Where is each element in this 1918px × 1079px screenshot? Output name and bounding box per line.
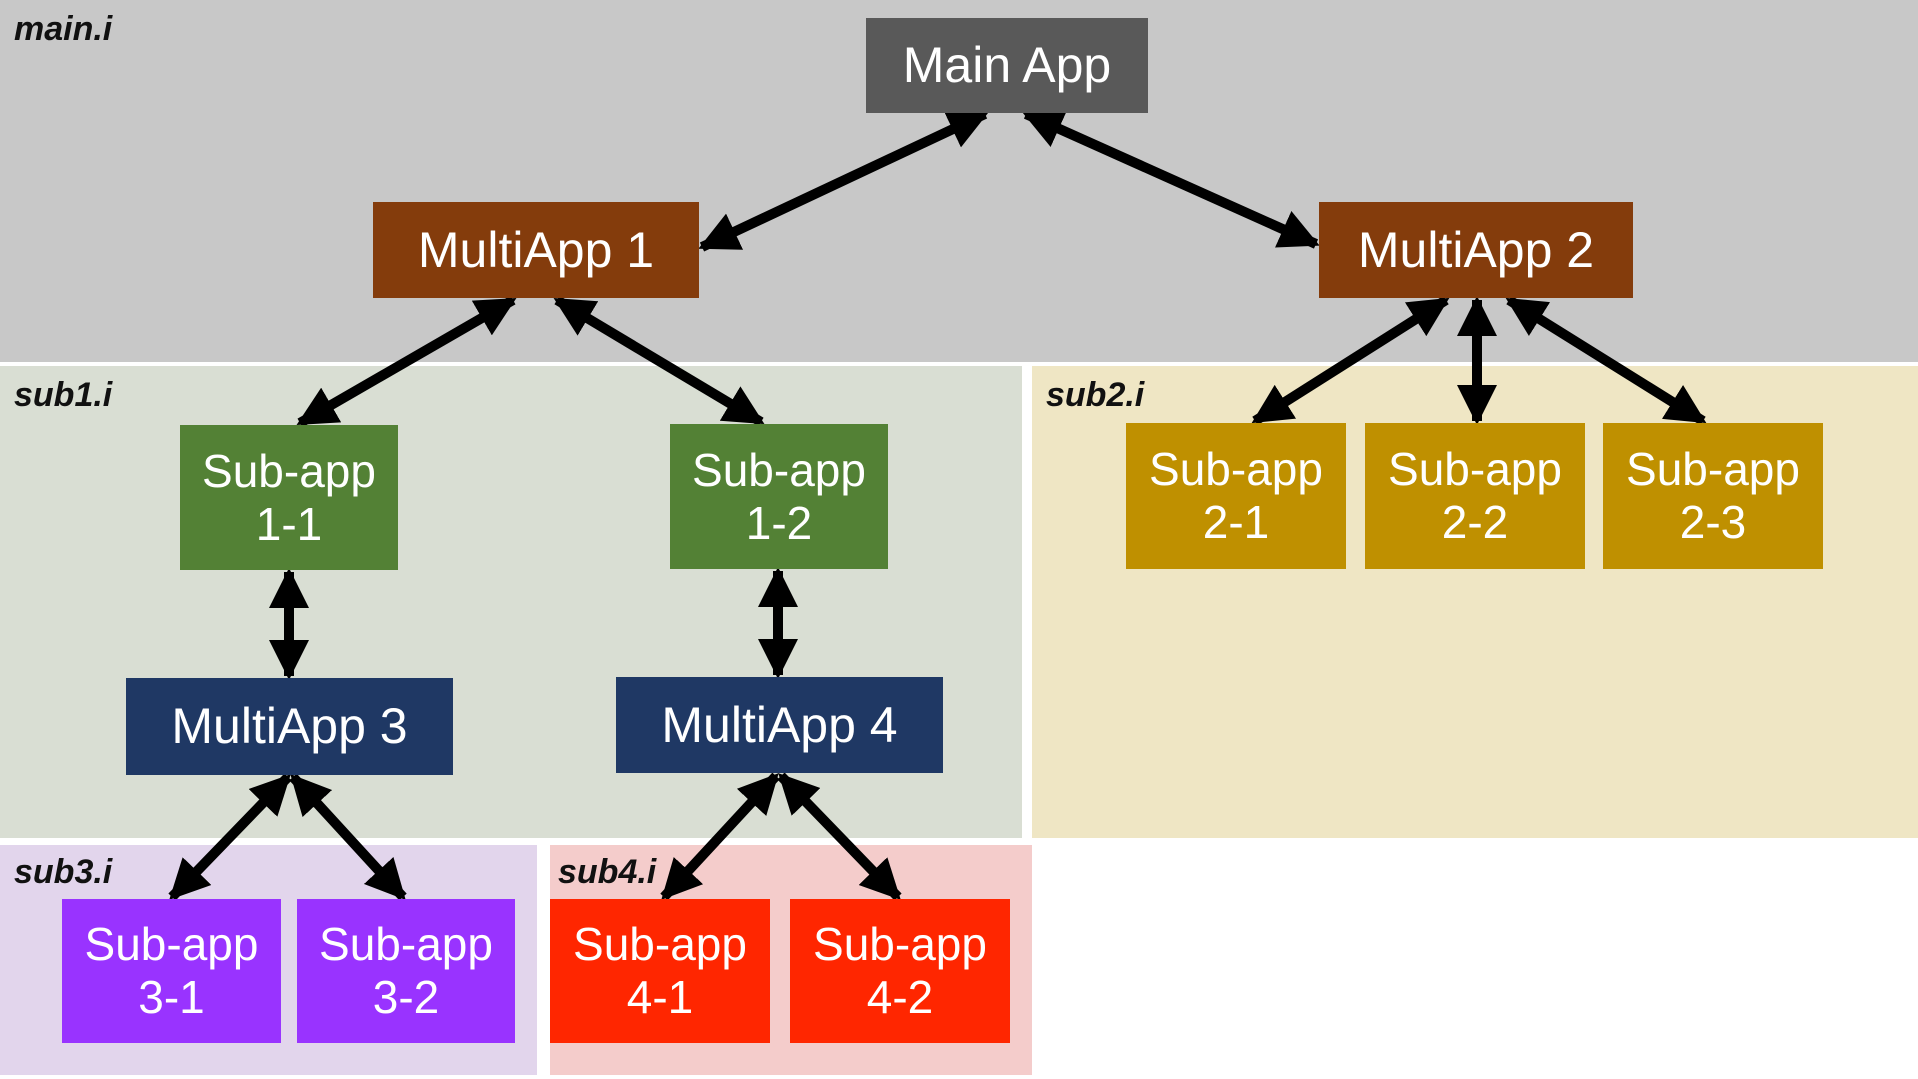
node-sublabel: 4-2 (866, 971, 934, 1023)
node-sub-app-2-1: Sub-app 2-1 (1126, 423, 1346, 569)
node-label: Sub-app (573, 918, 747, 970)
node-label: MultiApp 3 (171, 698, 408, 754)
node-label: Sub-app (813, 918, 987, 970)
node-label: Main App (902, 37, 1112, 93)
node-multiapp-4: MultiApp 4 (616, 677, 943, 773)
node-multiapp-1: MultiApp 1 (373, 202, 699, 298)
region-label-sub3-i: sub3.i (14, 853, 113, 891)
node-sub-app-1-2: Sub-app 1-2 (670, 424, 888, 569)
node-sublabel: 3-1 (138, 971, 205, 1023)
node-label: Sub-app (1149, 443, 1323, 495)
region-label-main-i: main.i (14, 10, 113, 48)
node-sub-app-4-2: Sub-app 4-2 (790, 899, 1010, 1043)
node-sub-app-4-1: Sub-app 4-1 (550, 899, 770, 1043)
node-sublabel: 2-2 (1441, 496, 1509, 548)
node-label: Sub-app (1388, 443, 1562, 495)
node-sub-app-2-2: Sub-app 2-2 (1365, 423, 1585, 569)
node-label: Sub-app (692, 443, 866, 496)
node-sub-app-1-1: Sub-app 1-1 (180, 425, 398, 570)
node-label: Sub-app (1626, 443, 1800, 495)
node-sub-app-3-1: Sub-app 3-1 (62, 899, 281, 1043)
node-sub-app-3-2: Sub-app 3-2 (297, 899, 515, 1043)
node-sub-app-2-3: Sub-app 2-3 (1603, 423, 1823, 569)
node-multiapp-3: MultiApp 3 (126, 678, 453, 775)
region-label-sub1-i: sub1.i (14, 376, 113, 414)
node-label: Sub-app (202, 444, 376, 497)
node-label: Sub-app (319, 918, 493, 970)
node-label: MultiApp 4 (661, 696, 898, 753)
node-sublabel: 4-1 (626, 971, 694, 1023)
region-label-sub2-i: sub2.i (1046, 376, 1145, 414)
node-sublabel: 2-3 (1679, 496, 1747, 548)
node-label: Sub-app (84, 918, 259, 970)
region-label-sub4-i: sub4.i (558, 853, 657, 891)
node-sublabel: 1-1 (255, 497, 323, 550)
node-multiapp-2: MultiApp 2 (1319, 202, 1633, 298)
node-sublabel: 2-1 (1202, 496, 1270, 548)
node-label: MultiApp 1 (417, 221, 655, 278)
node-main-app: Main App (866, 18, 1148, 113)
node-sublabel: 1-2 (745, 496, 813, 549)
node-label: MultiApp 2 (1357, 221, 1595, 278)
node-sublabel: 3-2 (372, 971, 440, 1023)
